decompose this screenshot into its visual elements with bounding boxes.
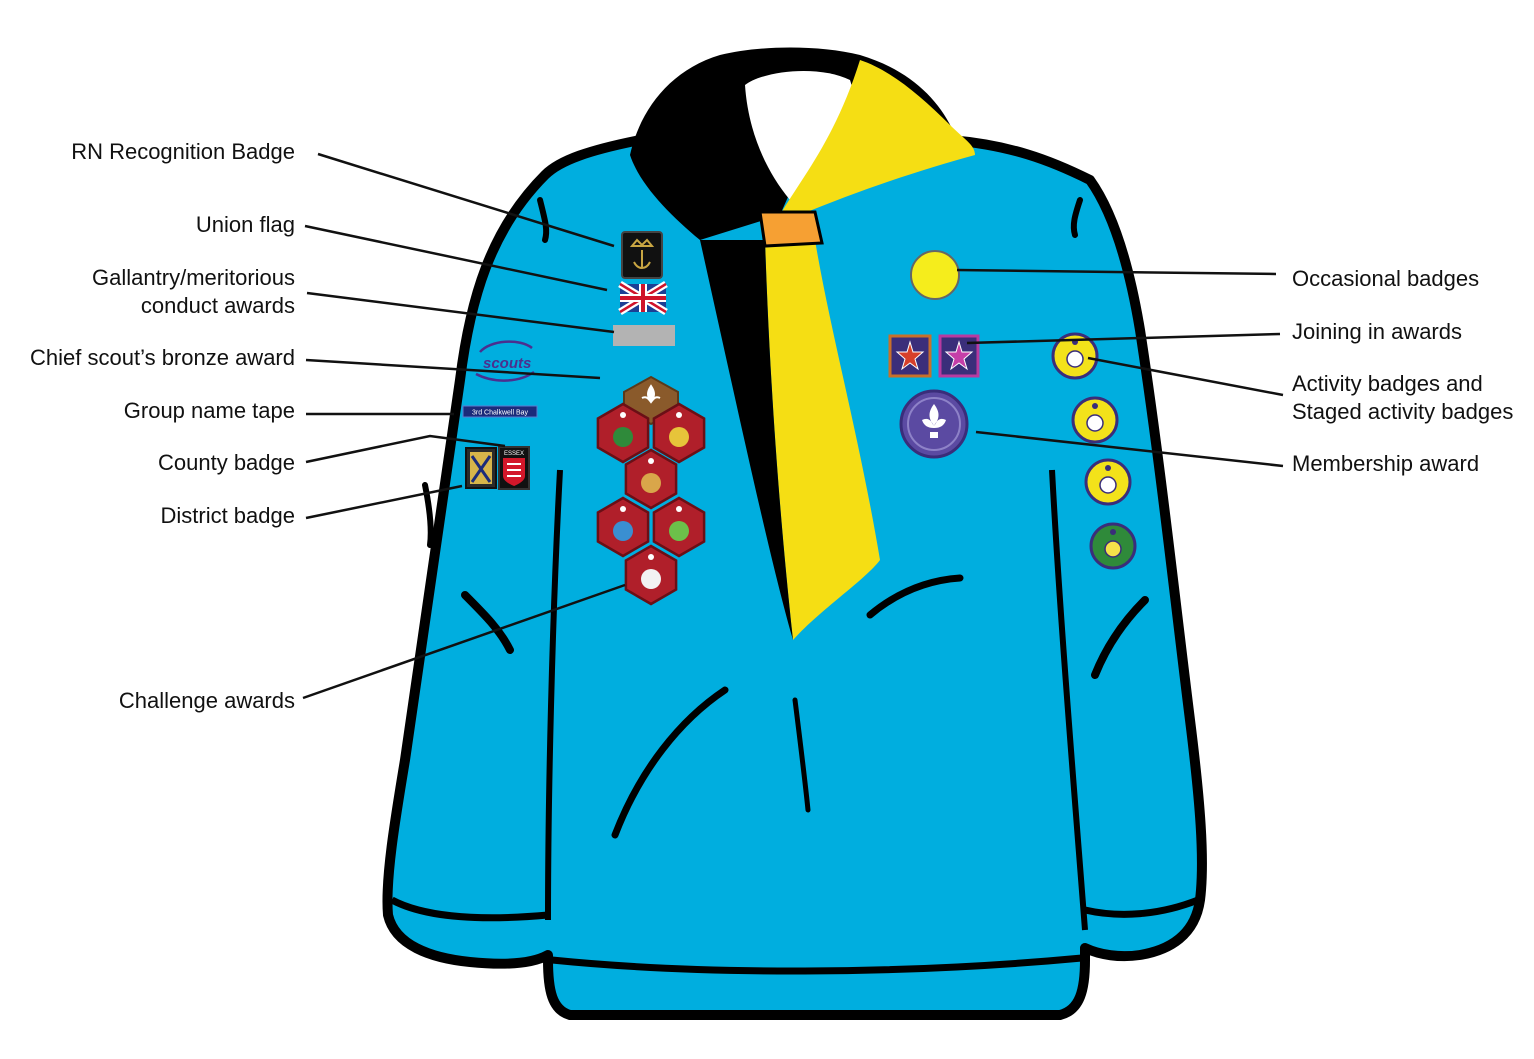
membership-award xyxy=(899,389,969,459)
challenge-award-emblem xyxy=(669,427,689,447)
label-county: County badge xyxy=(158,450,295,475)
label-occasional: Occasional badges xyxy=(1292,266,1480,291)
rn-recognition-badge xyxy=(621,231,663,279)
label-activity-line1: Activity badges and xyxy=(1292,371,1483,396)
gallantry-award-ribbon xyxy=(613,325,675,346)
leader-district xyxy=(305,484,463,520)
rn-crown-anchor-icon xyxy=(629,238,655,269)
label-activity: Activity badges and Staged activity badg… xyxy=(1292,370,1513,426)
svg-text:scouts: scouts xyxy=(483,355,531,372)
activity-badge-emblem xyxy=(1099,476,1117,494)
county-badge: ESSEX xyxy=(498,446,530,490)
activity-badges xyxy=(1051,332,1137,570)
challenge-award-emblem xyxy=(613,427,633,447)
challenge-award-emblem xyxy=(613,521,633,541)
label-chief-scout: Chief scout’s bronze award xyxy=(30,345,295,370)
fold-mark-5 xyxy=(1091,596,1149,679)
fleur-de-lis-icon xyxy=(676,412,682,418)
label-gallantry-line2: conduct awards xyxy=(140,293,295,318)
necker-left xyxy=(780,60,975,215)
fleur-de-lis-icon xyxy=(620,412,626,418)
union-flag-badge xyxy=(618,281,668,315)
necker-tail xyxy=(765,240,880,640)
leader-occasional xyxy=(956,268,1277,276)
fleur-de-lis-icon xyxy=(620,506,626,512)
leader-county xyxy=(305,434,506,464)
fleur-de-lis-icon xyxy=(1105,465,1111,471)
label-district: District badge xyxy=(160,503,295,528)
label-membership: Membership award xyxy=(1292,451,1480,476)
leader-chief-scout xyxy=(305,358,601,380)
svg-text:3rd Chalkwell Bay: 3rd Chalkwell Bay xyxy=(472,410,529,417)
fold-mark-2 xyxy=(422,482,434,548)
joining-in-star-icon xyxy=(895,340,925,371)
label-joining-in: Joining in awards xyxy=(1292,319,1462,344)
fold-mark-7 xyxy=(611,686,729,839)
challenge-award-emblem xyxy=(641,473,661,493)
challenge-award-emblem xyxy=(669,521,689,541)
right-cuff-line xyxy=(1084,896,1200,918)
label-group-tape: Group name tape xyxy=(123,398,295,423)
activity-badge-emblem xyxy=(1066,350,1084,368)
label-gallantry: Gallantry/meritorious conduct awards xyxy=(92,264,295,320)
activity-badge-emblem xyxy=(1086,414,1104,432)
necker-black-side xyxy=(700,240,793,640)
activity-badge-emblem xyxy=(1104,540,1122,558)
leader-joining-in xyxy=(966,332,1281,345)
occasional-badge xyxy=(910,250,960,300)
fold-mark-8 xyxy=(792,697,811,813)
leader-activity xyxy=(1087,356,1284,397)
svg-text:ESSEX: ESSEX xyxy=(504,451,524,457)
leader-rn xyxy=(317,152,615,248)
leader-lines xyxy=(302,152,1284,700)
label-gallantry-line1: Gallantry/meritorious xyxy=(92,265,295,290)
fleur-de-lis-icon xyxy=(1092,403,1098,409)
fold-mark-4 xyxy=(1070,197,1083,238)
challenge-award-emblem xyxy=(641,569,661,589)
fleur-de-lis-icon xyxy=(1110,529,1116,535)
challenge-awards xyxy=(596,402,706,606)
leader-gallantry xyxy=(306,291,615,334)
label-activity-line2: Staged activity badges xyxy=(1292,399,1514,424)
fleur-de-lis-icon xyxy=(648,458,654,464)
fleur-de-lis-icon xyxy=(676,506,682,512)
label-union-flag: Union flag xyxy=(195,212,295,237)
fleur-de-lis-icon xyxy=(648,554,654,560)
fleur-de-lis-icon xyxy=(641,384,661,404)
leader-membership xyxy=(975,430,1284,468)
label-rn-recognition: RN Recognition Badge xyxy=(71,139,295,164)
left-arm-seam xyxy=(545,469,563,921)
left-cuff-line xyxy=(390,896,549,922)
leader-challenge xyxy=(302,583,626,700)
label-challenge: Challenge awards xyxy=(118,688,295,713)
group-name-tape: 3rd Chalkwell Bay xyxy=(462,405,538,418)
right-arm-seam xyxy=(1049,469,1088,931)
fold-mark-1 xyxy=(461,591,514,654)
hem-line xyxy=(551,954,1083,975)
district-badge xyxy=(465,447,497,489)
fleur-de-lis-icon xyxy=(922,404,946,438)
leader-union-flag xyxy=(304,224,608,292)
joining-in-star-icon xyxy=(944,340,974,371)
fold-mark-6 xyxy=(866,574,964,619)
woggle xyxy=(758,210,824,248)
